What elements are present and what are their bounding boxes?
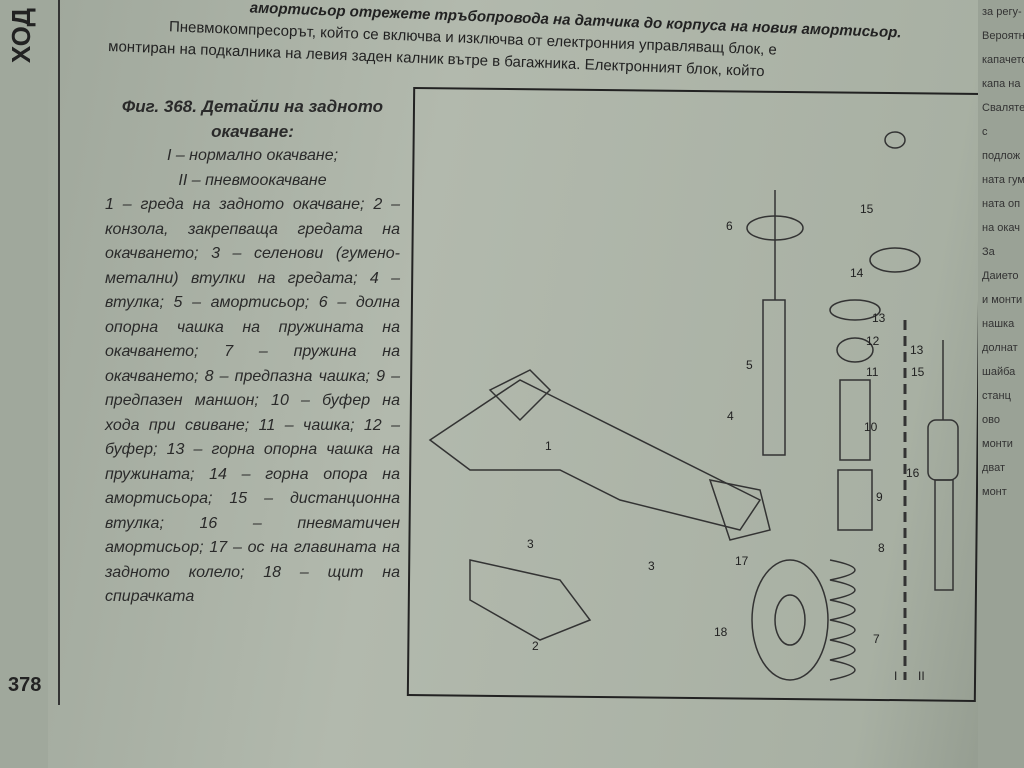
- fragment: за регу-: [982, 6, 1022, 18]
- label: I: [894, 669, 897, 683]
- label: II: [918, 669, 925, 683]
- label: 6: [726, 219, 733, 233]
- label: 16: [906, 466, 920, 480]
- label: 3: [527, 537, 534, 551]
- fragment: долнат: [982, 342, 1018, 354]
- label: 15: [860, 202, 874, 216]
- axle-beam: [428, 369, 771, 641]
- label: 11: [866, 365, 879, 379]
- page-number: 378: [8, 674, 42, 696]
- fragment: нашка: [982, 318, 1015, 330]
- figure-caption: Фиг. 368. Детайли на задното окачване: I…: [105, 95, 400, 610]
- label: 9: [876, 490, 883, 504]
- fragment: Сваляте: [982, 102, 1024, 114]
- fragment: ната оп: [982, 198, 1021, 210]
- fragment: дват: [982, 462, 1006, 474]
- label: 2: [532, 639, 539, 653]
- label: 8: [878, 541, 885, 555]
- fragment: Даието: [982, 270, 1019, 282]
- fragment: капачето: [982, 54, 1024, 66]
- label: 13: [910, 343, 924, 357]
- fragment: шайба: [982, 366, 1016, 378]
- caption-title: Фиг. 368. Детайли на задното окачване:: [121, 97, 384, 141]
- label: 18: [714, 625, 728, 639]
- label: 5: [746, 358, 753, 372]
- next-page-edge: за регу- Вероятн капачето капа на Свалят…: [978, 0, 1024, 768]
- label: 17: [735, 554, 749, 568]
- label: 12: [866, 334, 880, 348]
- fragment: За: [982, 246, 995, 258]
- shock-absorber: [746, 190, 804, 456]
- fragment: Вероятн: [982, 30, 1024, 42]
- fragment: ната гум: [982, 174, 1024, 186]
- brake-disc: [751, 559, 829, 681]
- caption-mode: I – нормално окачване;: [166, 147, 339, 164]
- label: 15: [911, 365, 925, 379]
- fragment: станц: [982, 390, 1011, 402]
- fragment: на окач: [982, 222, 1021, 234]
- label: 13: [872, 311, 886, 325]
- fragment: монти: [982, 438, 1013, 450]
- fragment: монт: [982, 486, 1007, 498]
- fragment: и монти: [982, 294, 1023, 306]
- label: 7: [873, 632, 880, 646]
- air-strut: [927, 340, 959, 591]
- margin-rule: [58, 0, 60, 705]
- label: 4: [727, 409, 734, 423]
- fragment: ово: [982, 414, 1000, 426]
- label: 14: [850, 266, 864, 280]
- fragment: с подлож: [982, 126, 1021, 162]
- labels: 1 2 3 3 4 5 6 7 8 9 10 11 12 13 14 15 13…: [527, 202, 925, 683]
- label: 1: [545, 439, 552, 453]
- fragment: капа на: [982, 78, 1021, 90]
- label: 10: [864, 420, 878, 434]
- caption-legend: 1 – греда на задното окачване; 2 – конзо…: [105, 196, 400, 605]
- caption-mode: II – пневмоокачване: [178, 171, 327, 189]
- spring-stack: [829, 131, 921, 681]
- left-margin: [0, 0, 48, 768]
- label: 3: [648, 559, 655, 573]
